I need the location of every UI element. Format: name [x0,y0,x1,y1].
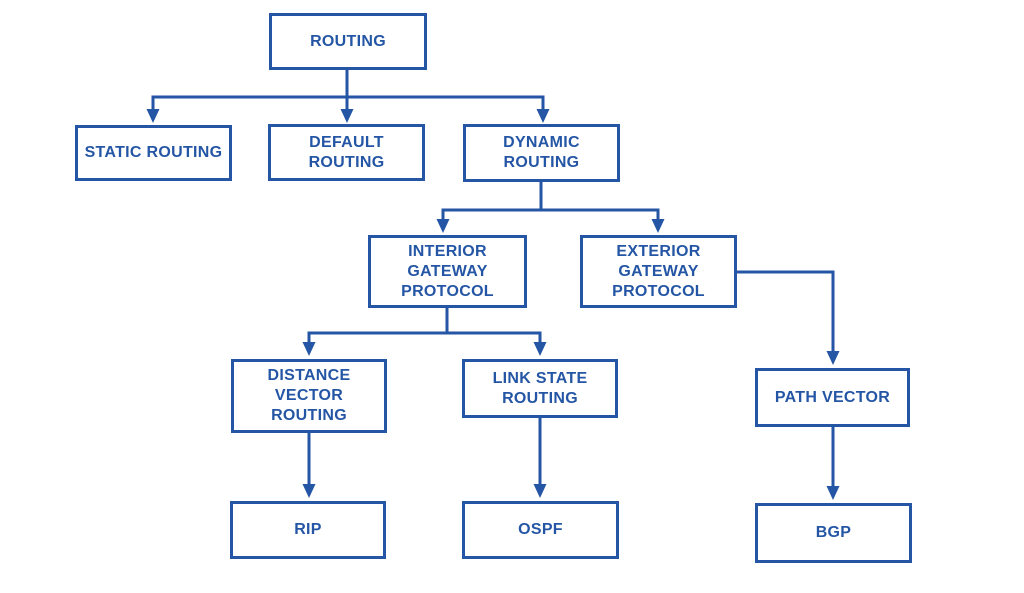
node-exterior-gateway-protocol: EXTERIOR GATEWAY PROTOCOL [580,235,737,308]
node-link-state-routing: LINK STATE ROUTING [462,359,618,418]
edge-egp-pathvector [737,270,840,365]
node-interior-gateway-protocol: INTERIOR GATEWAY PROTOCOL [368,235,527,308]
node-bgp: BGP [755,503,912,563]
node-path-vector: PATH VECTOR [755,368,910,427]
node-dynamic-routing: DYNAMIC ROUTING [463,124,620,182]
node-default-routing: DEFAULT ROUTING [268,124,425,181]
node-distance-vector-routing: DISTANCE VECTOR ROUTING [231,359,387,433]
node-rip: RIP [230,501,386,559]
node-static-routing: STATIC ROUTING [75,125,232,181]
node-ospf: OSPF [462,501,619,559]
node-routing: ROUTING [269,13,427,70]
